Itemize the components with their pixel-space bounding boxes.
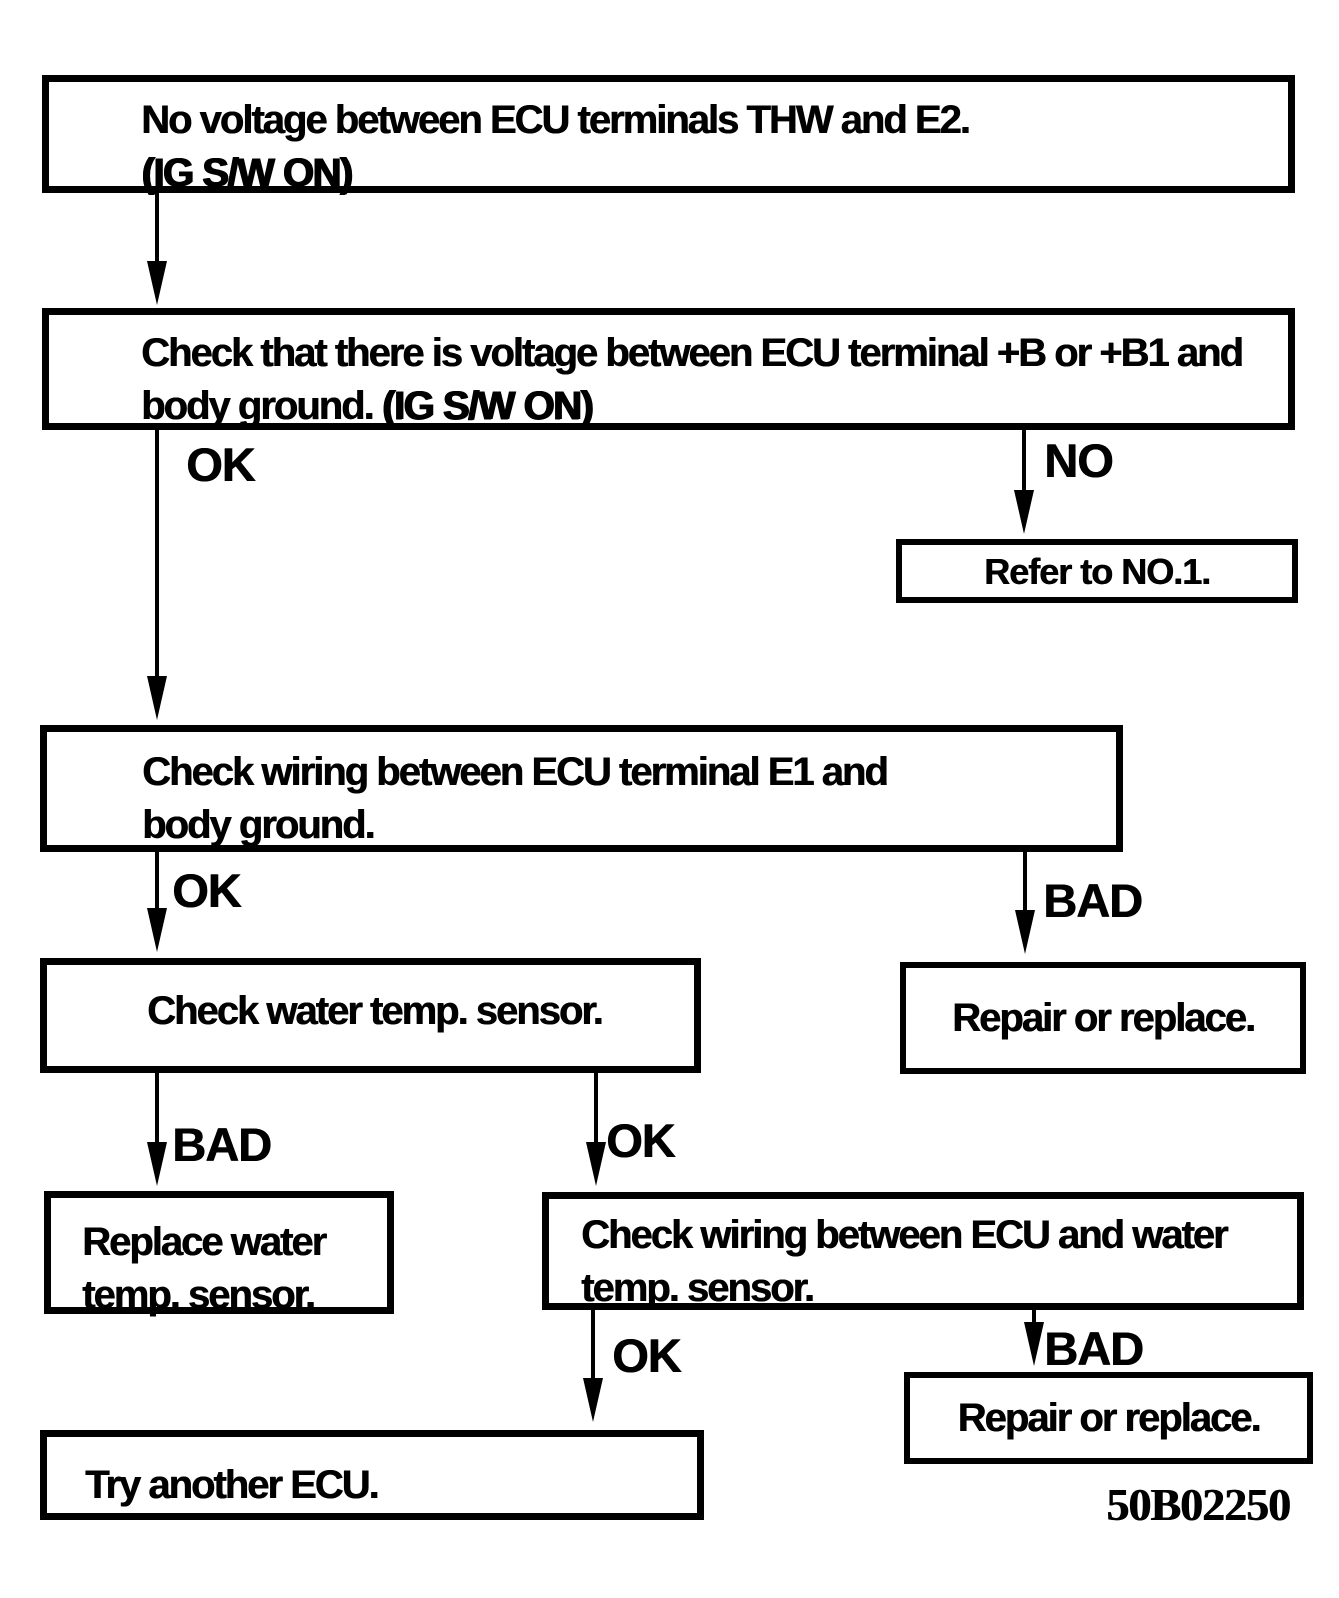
node-text-line: Check that there is voltage between ECU … xyxy=(141,331,1244,375)
edge-label-bad-3: BAD xyxy=(1044,1322,1144,1375)
node-text-line: temp. sensor. xyxy=(581,1266,815,1310)
node-text-line: Repair or replace. xyxy=(957,1395,1262,1440)
arrowhead-icon xyxy=(147,1142,167,1186)
edge-label-ok-1: OK xyxy=(186,438,255,491)
node-text-line: Replace water xyxy=(82,1220,327,1264)
node-text-line: (IG S/W ON) xyxy=(141,151,353,195)
edge-label-no-1: NO xyxy=(1044,434,1113,487)
arrowhead-icon xyxy=(147,261,167,305)
arrowhead-icon xyxy=(1015,910,1035,954)
connector-ok-to-check-wiring-water xyxy=(594,1073,598,1146)
node-text-line: temp. sensor. xyxy=(82,1273,316,1317)
node-text-line: body ground. xyxy=(142,803,376,847)
arrowhead-icon xyxy=(583,1378,603,1422)
connector-bad-to-repair-2 xyxy=(1032,1310,1036,1326)
connector-bad-to-replace-sensor xyxy=(155,1073,159,1146)
connector-start-to-check-voltage xyxy=(155,193,159,265)
connector-ok-to-try-ecu xyxy=(591,1310,595,1380)
node-text-line: Check wiring between ECU terminal E1 and xyxy=(142,750,889,794)
edge-label-bad-2: BAD xyxy=(172,1118,272,1171)
node-text-line: Refer to NO.1. xyxy=(983,550,1211,592)
node-no-voltage-thw-e2: No voltage between ECU terminals THW and… xyxy=(42,75,1295,195)
connector-no-to-refer xyxy=(1022,430,1026,492)
node-refer-no1: Refer to NO.1. xyxy=(896,539,1298,603)
arrowhead-icon xyxy=(586,1142,606,1186)
figure-code: 50B02250 xyxy=(1106,1479,1291,1530)
arrowhead-icon xyxy=(1014,490,1034,534)
edge-label-ok-2: OK xyxy=(172,864,241,917)
node-replace-water-temp-sensor: Replace water temp. sensor. xyxy=(44,1191,394,1317)
node-check-water-temp-sensor: Check water temp. sensor. xyxy=(40,958,701,1073)
node-check-wiring-ecu-water: Check wiring between ECU and water temp.… xyxy=(542,1192,1304,1310)
node-repair-or-replace-2: Repair or replace. xyxy=(904,1372,1313,1464)
node-try-another-ecu: Try another ECU. xyxy=(40,1430,704,1520)
connector-bad-to-repair-1 xyxy=(1023,852,1027,912)
arrowhead-icon xyxy=(147,908,167,952)
node-text-line: Repair or replace. xyxy=(952,995,1256,1040)
connector-ok-to-water-sensor xyxy=(155,852,159,910)
node-repair-or-replace-1: Repair or replace. xyxy=(900,962,1306,1074)
arrowhead-icon xyxy=(1024,1322,1044,1366)
connector-ok-to-check-wiring-e1 xyxy=(155,430,159,680)
node-text-line: Check wiring between ECU and water xyxy=(581,1213,1228,1257)
node-check-voltage-b: Check that there is voltage between ECU … xyxy=(42,308,1295,430)
arrowhead-icon xyxy=(147,676,167,720)
node-text-line: body ground. (IG S/W ON) xyxy=(141,384,593,428)
edge-label-bad-1: BAD xyxy=(1043,874,1143,927)
edge-label-ok-3: OK xyxy=(606,1114,675,1167)
node-text-line: No voltage between ECU terminals THW and… xyxy=(141,98,971,142)
node-text-line: Check water temp. sensor. xyxy=(147,989,604,1033)
edge-label-ok-4: OK xyxy=(612,1329,681,1382)
node-check-wiring-e1: Check wiring between ECU terminal E1 and… xyxy=(40,725,1123,852)
node-text-line: Try another ECU. xyxy=(85,1463,380,1507)
